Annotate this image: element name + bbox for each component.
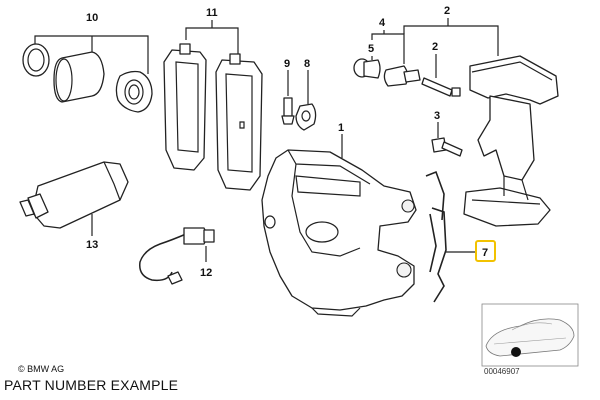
callout-2-text: 2 <box>444 5 450 17</box>
part-6-guide-pin <box>383 65 461 97</box>
part-11-brake-pads <box>163 43 263 191</box>
part-2-carrier <box>463 55 559 227</box>
part-5-bushing <box>353 58 381 79</box>
callout-8: 8 <box>304 58 310 70</box>
brake-pad-left <box>163 49 207 171</box>
callout-4: 4 <box>379 17 386 29</box>
car-silhouette <box>485 318 575 357</box>
part-10-group <box>22 43 153 113</box>
part-3-bolt <box>431 137 463 157</box>
part-13-grease-tube <box>19 161 129 229</box>
callout-9: 9 <box>284 58 290 70</box>
callout-6: 2 <box>432 41 438 53</box>
callout-1: 1 <box>338 122 344 134</box>
callout-13: 13 <box>86 239 98 251</box>
location-marker <box>511 347 521 357</box>
part-8-cap <box>295 103 317 131</box>
part-7-spring <box>425 170 447 303</box>
callout-10: 10 <box>86 12 98 24</box>
reference-number: 00046907 <box>484 367 520 376</box>
part-1-caliper-housing <box>261 149 417 317</box>
part-12-wear-sensor <box>139 227 215 285</box>
copyright-text: © BMW AG <box>18 364 65 374</box>
piston <box>53 51 105 103</box>
seal-ring <box>22 43 50 77</box>
caption-text: PART NUMBER EXAMPLE <box>4 377 179 393</box>
vehicle-inset <box>481 303 579 367</box>
callout-5: 5 <box>368 43 374 55</box>
callout-11: 11 <box>206 7 218 19</box>
part-9-bleeder-screw <box>281 97 295 125</box>
callout-12: 12 <box>200 267 212 279</box>
callout-7: 7 <box>482 247 488 259</box>
dust-boot <box>115 70 153 113</box>
callout-3: 3 <box>434 110 440 122</box>
callout-7-highlight <box>475 240 496 262</box>
